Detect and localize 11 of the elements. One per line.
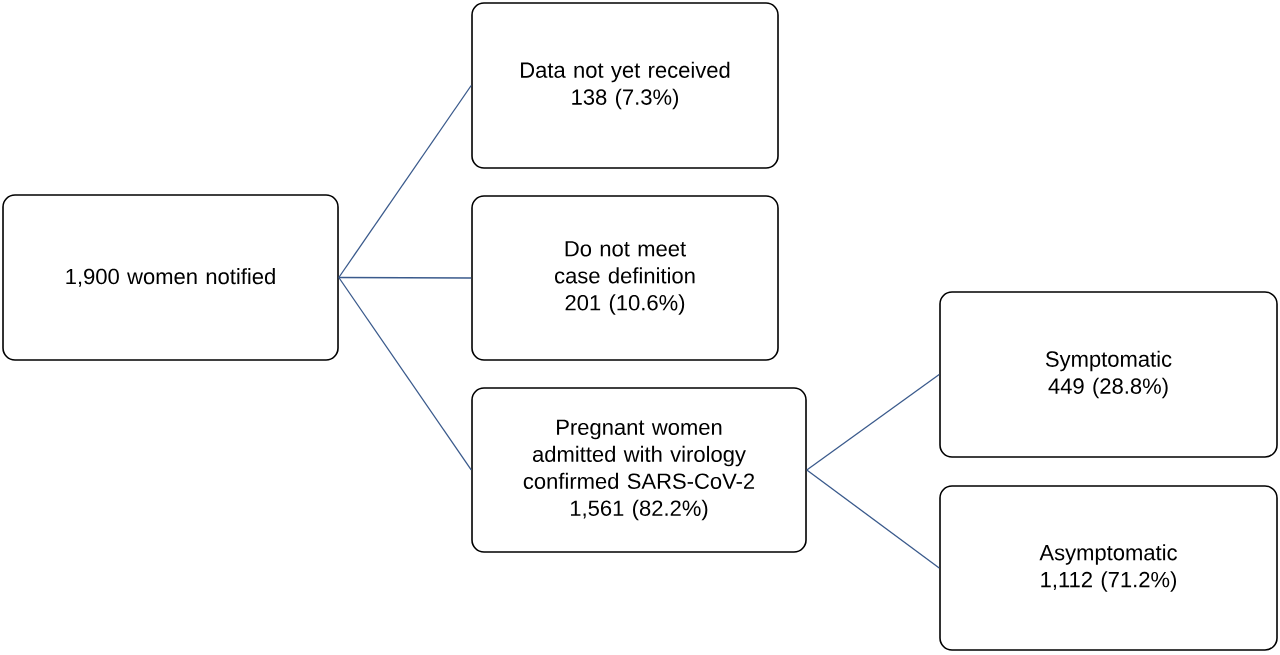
connector-line <box>338 84 472 279</box>
process-box: Asymptomatic 1,112 (71.2%) <box>939 485 1278 651</box>
connector-line <box>338 276 472 471</box>
process-box: Pregnant women admitted with virology confirmed SARS-CoV-2 1,561 (82.2%) <box>471 387 807 553</box>
process-box: Symptomatic 449 (28.8%) <box>939 291 1278 458</box>
process-box: Data not yet received 138 (7.3%) <box>471 2 779 169</box>
connector-line <box>806 469 940 569</box>
connector-line <box>806 373 940 471</box>
connector-line <box>338 276 472 279</box>
process-box: 1,900 women notified <box>2 194 339 361</box>
process-box: Do not meet case definition 201 (10.6%) <box>471 195 779 361</box>
